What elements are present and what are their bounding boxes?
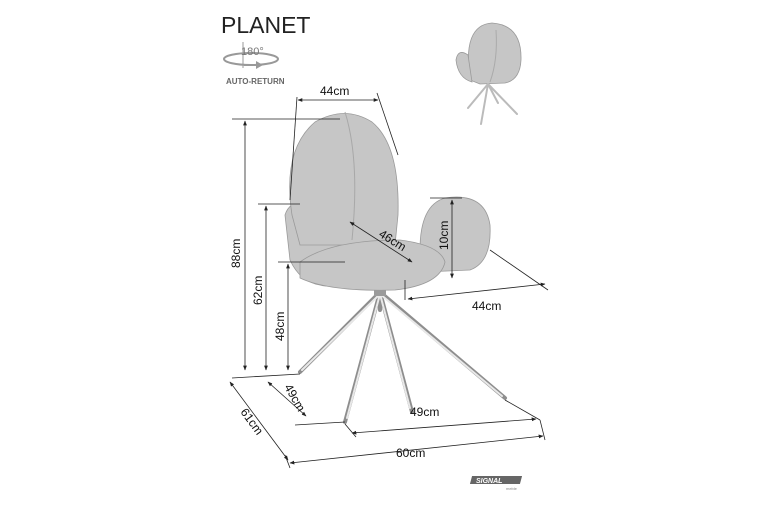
- product-title: PLANET: [221, 12, 310, 38]
- armrest-above-seat-label: 10cm: [437, 221, 451, 250]
- brand-logo: SIGNAL meble: [469, 476, 523, 491]
- rotation-icon: [223, 42, 279, 69]
- total-depth-label: 61cm: [238, 406, 267, 438]
- brand-logo-text: SIGNAL: [476, 478, 502, 485]
- base-width-label: 49cm: [410, 405, 439, 419]
- total-height-label: 88cm: [229, 239, 243, 268]
- back-width-label: 44cm: [320, 84, 349, 98]
- total-width-label: 60cm: [396, 446, 425, 460]
- thumbnail-chair: [455, 22, 522, 125]
- seat-height-label: 48cm: [273, 312, 287, 341]
- seat-width-label: 44cm: [472, 299, 501, 313]
- dimension-lines: [229, 92, 549, 469]
- brand-logo-sub: meble: [506, 486, 518, 491]
- armrest-height-label: 62cm: [251, 276, 265, 305]
- swivel-base: [298, 278, 507, 424]
- chair-illustration: [284, 111, 507, 424]
- auto-return-label: AUTO-RETURN: [226, 77, 285, 86]
- rotation-angle: 180°: [241, 46, 264, 58]
